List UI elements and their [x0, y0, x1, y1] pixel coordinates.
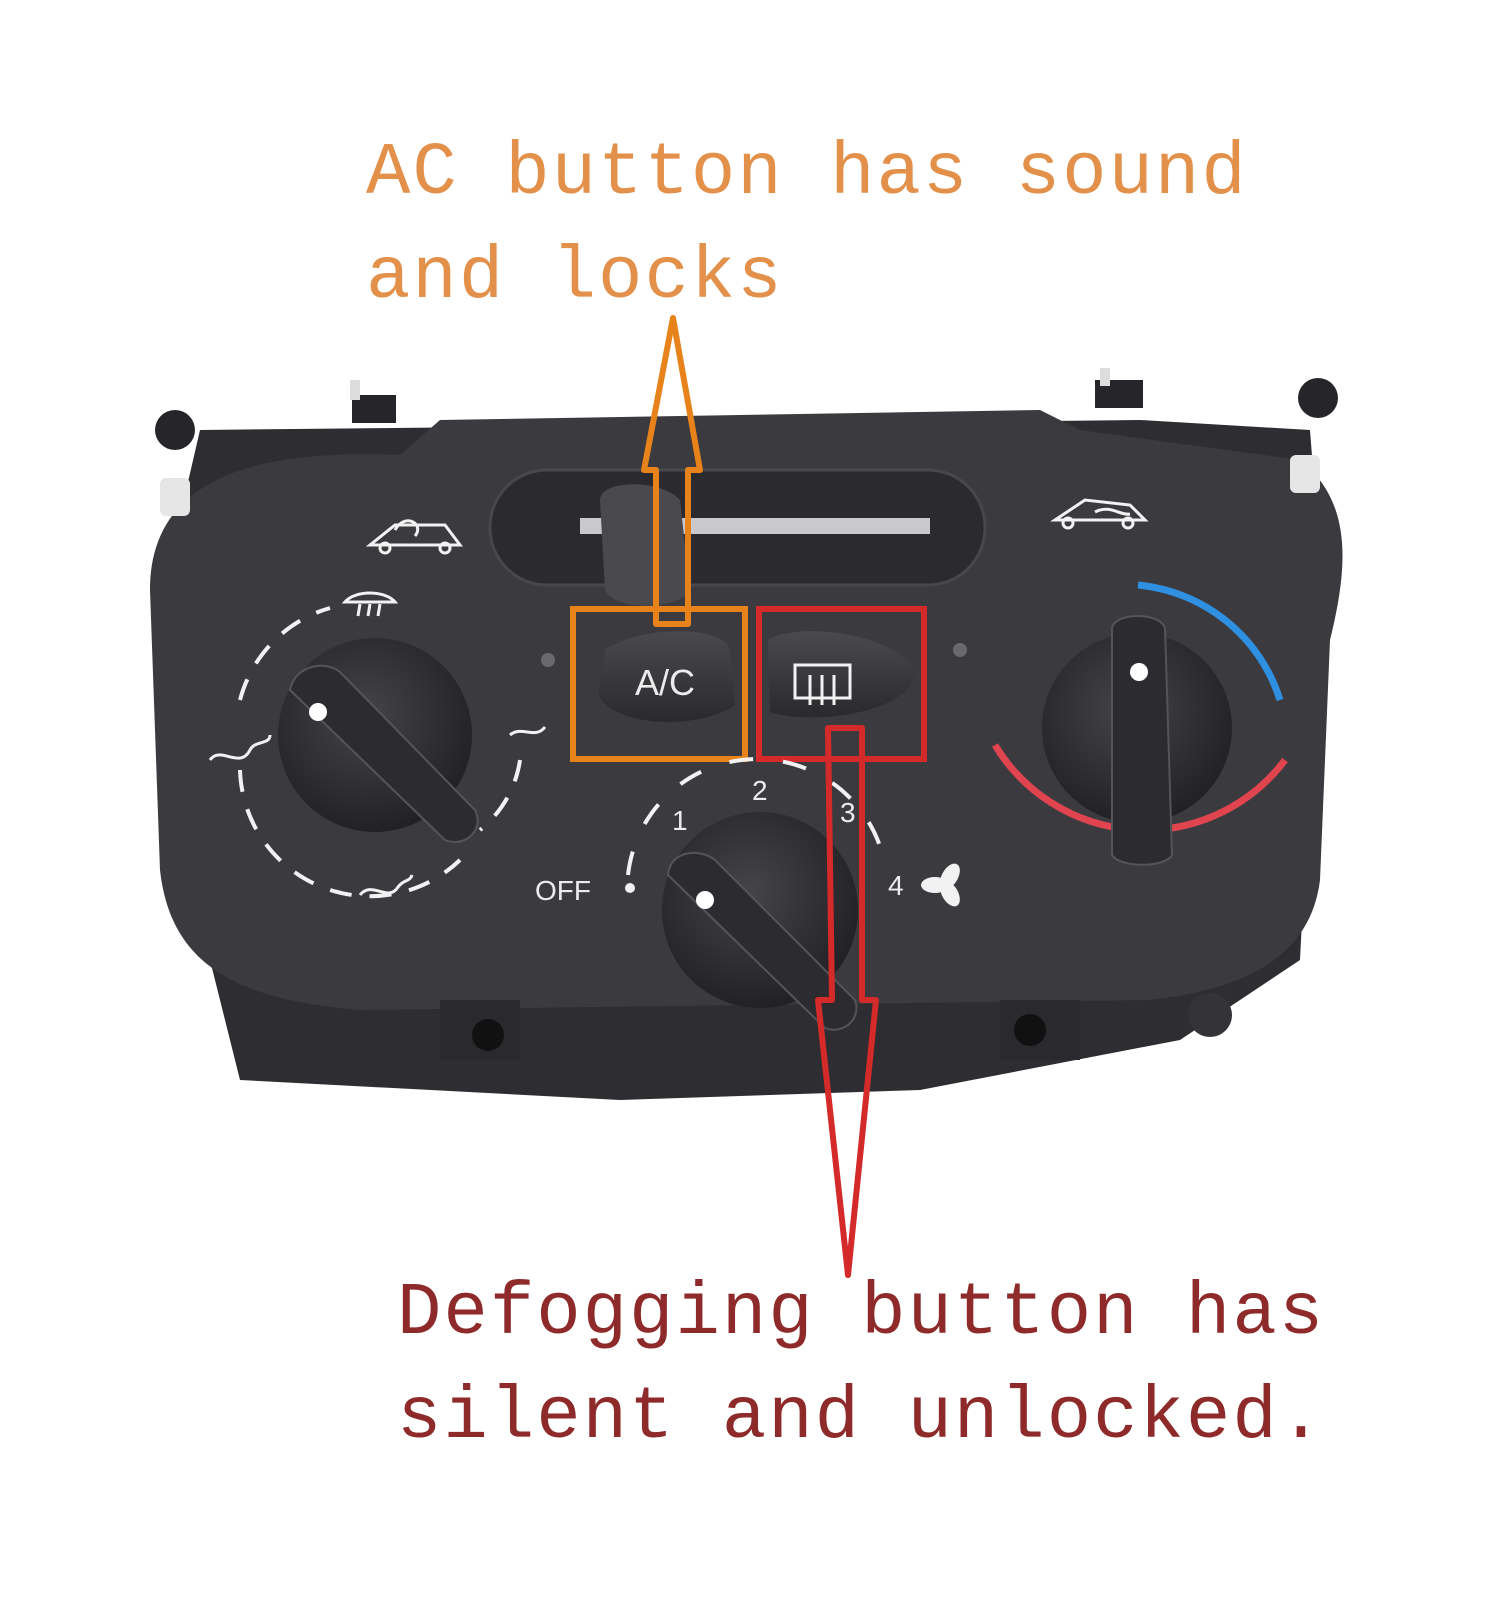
ac-pointer-arrow	[641, 315, 703, 627]
vent-feet-icon	[208, 725, 547, 897]
fan-speed-scale	[626, 757, 887, 876]
fan-speed-knob-handle[interactable]	[666, 852, 858, 1031]
knob-indicator-dot	[309, 703, 327, 721]
defog-button-highlight	[756, 606, 927, 762]
temperature-knob-indicator-dot	[1130, 663, 1148, 681]
fan-speed-off-label: OFF	[535, 875, 591, 906]
fan-off-dot	[625, 883, 635, 893]
fan-icon	[921, 863, 960, 907]
defog-caption-line-2: silent and unlocked.	[397, 1376, 1326, 1460]
fan-speed-3-label: 3	[840, 797, 856, 828]
fan-speed-2-label: 2	[752, 775, 768, 806]
car-fresh-air-icon	[1050, 498, 1149, 530]
defog-caption-line-1: Defogging button has	[397, 1272, 1326, 1356]
car-recirculation-icon	[365, 519, 463, 555]
ac-button-label: A/C	[635, 662, 695, 703]
recirculation-slider-knob[interactable]	[600, 484, 690, 606]
status-led-left	[541, 653, 555, 667]
fan-speed-4-label: 4	[888, 870, 904, 901]
ac-button[interactable]	[598, 631, 735, 722]
side-clips	[160, 455, 1320, 516]
status-led-right	[953, 643, 967, 657]
windshield-defrost-icon	[341, 591, 399, 617]
mounting-clips	[155, 368, 1338, 450]
cold-arc	[1137, 581, 1284, 702]
fan-speed-1-label: 1	[672, 805, 688, 836]
temperature-knob-handle[interactable]	[1111, 615, 1174, 866]
ac-caption-line-1: AC button has sound	[366, 132, 1248, 216]
fan-knob-indicator-dot	[696, 891, 714, 909]
defog-button-caption: Defogging button has silent and unlocked…	[397, 1262, 1325, 1470]
air-distribution-knob-handle[interactable]	[288, 664, 479, 843]
defog-pointer-arrow	[815, 725, 879, 1278]
ac-caption-line-2: and locks	[366, 236, 784, 320]
rear-defrost-icon	[793, 663, 852, 705]
air-distribution-scale	[238, 606, 522, 899]
ac-button-caption: AC button has sound and locks	[366, 122, 1248, 330]
bottom-lugs	[440, 993, 1232, 1060]
rear-defrost-button[interactable]	[768, 631, 915, 718]
